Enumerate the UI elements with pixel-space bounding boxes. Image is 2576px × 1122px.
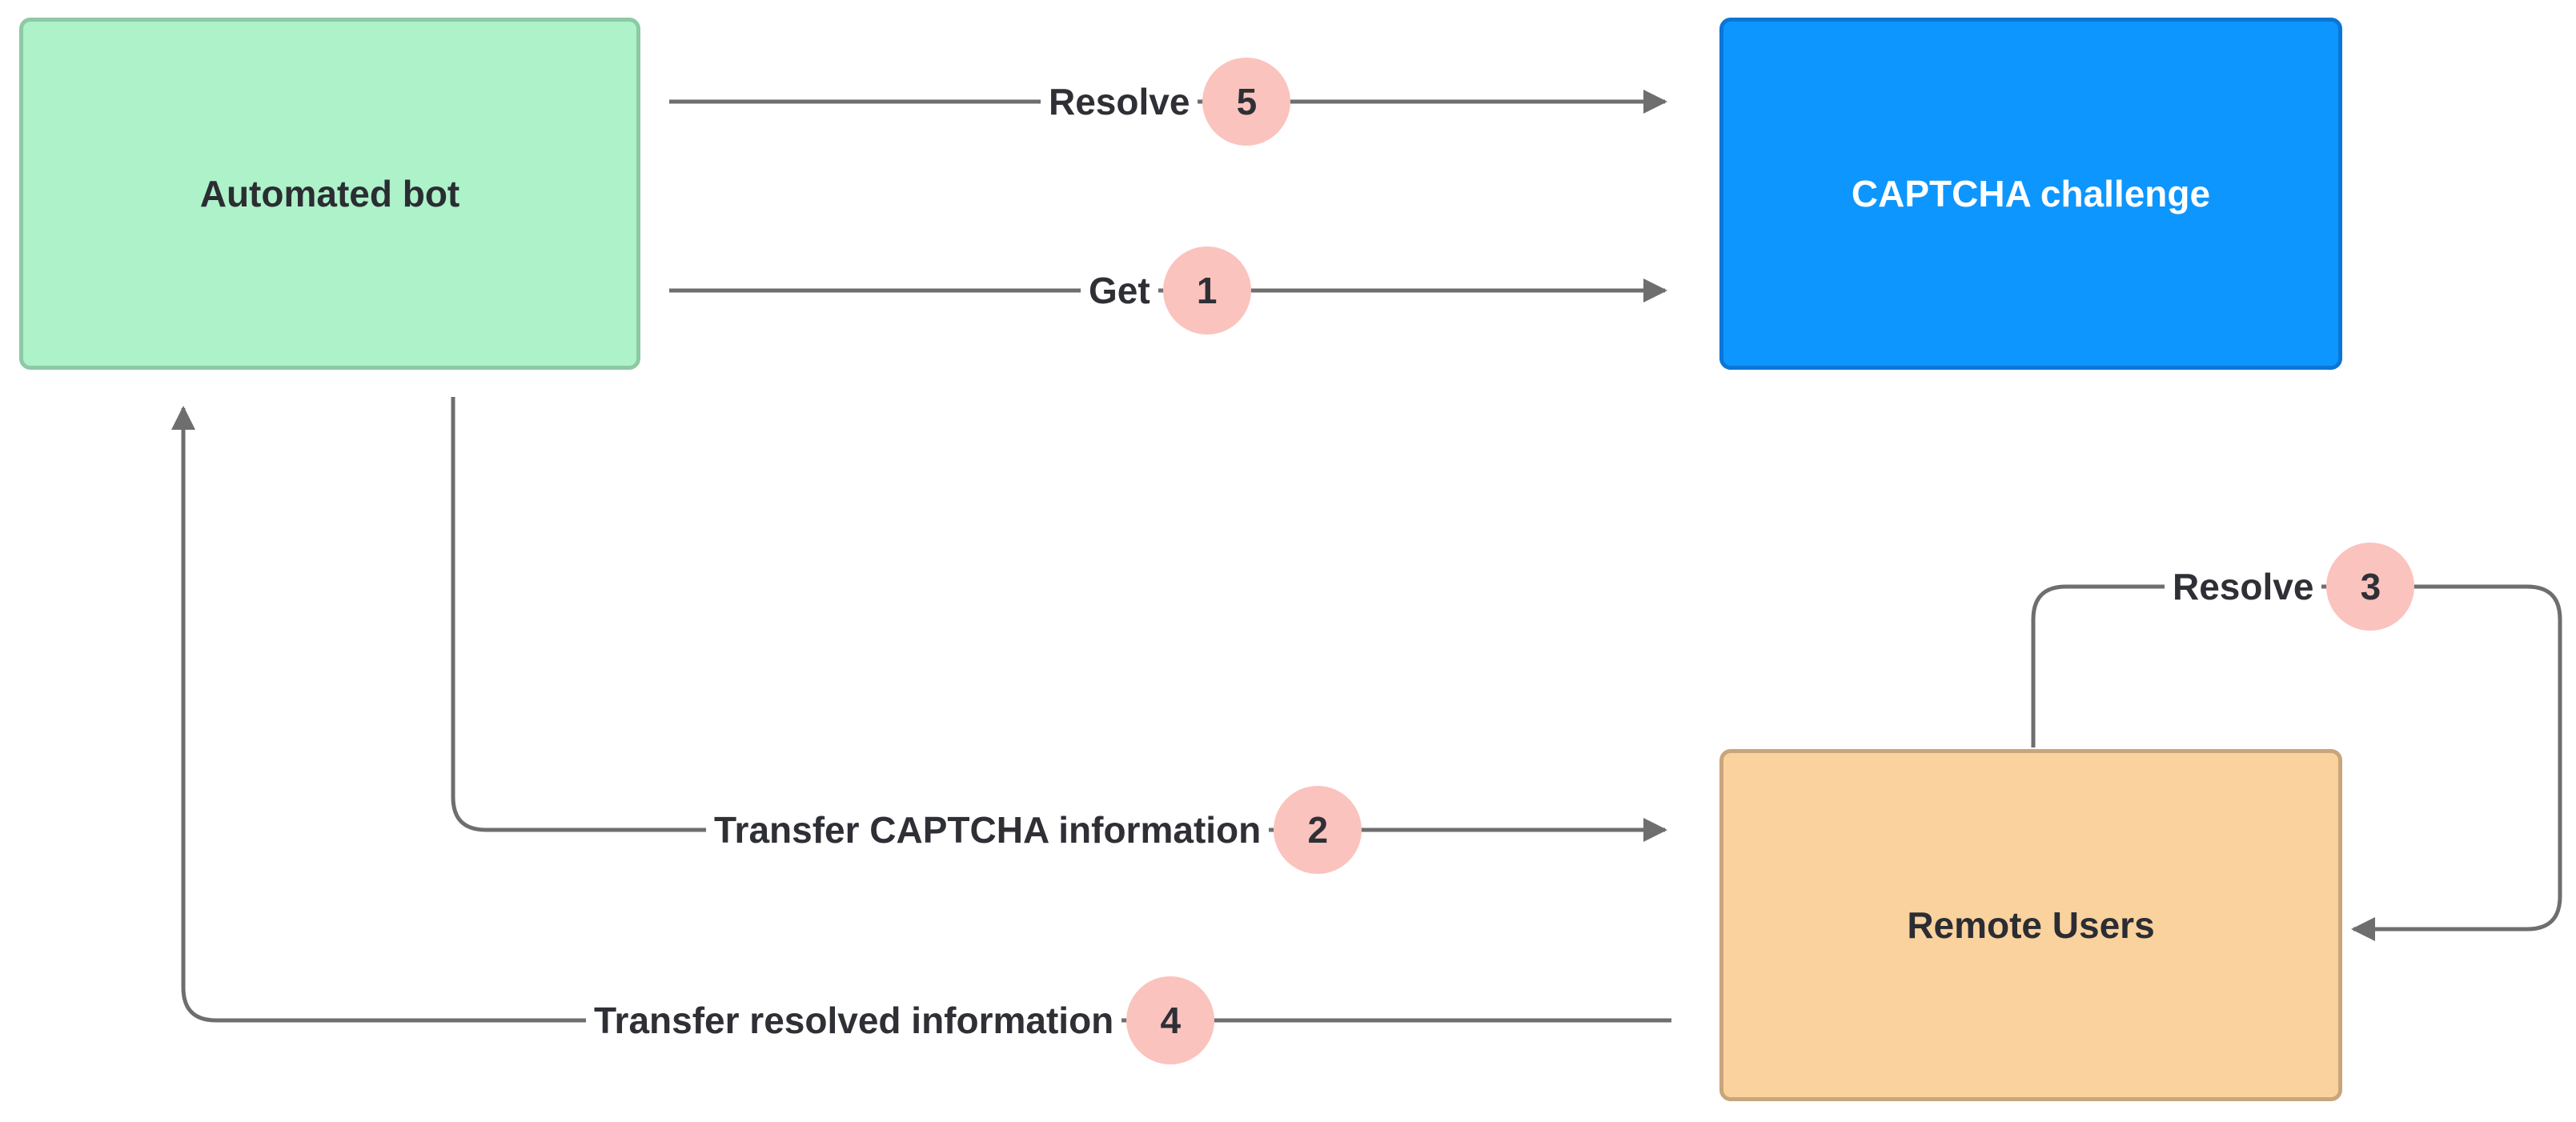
arrow-step-2 <box>451 397 1667 842</box>
step-1-label: Get <box>1081 269 1158 312</box>
node-automated-bot-label: Automated bot <box>199 173 460 214</box>
step-2-label: Transfer CAPTCHA information <box>706 808 1270 852</box>
node-captcha-challenge-label: CAPTCHA challenge <box>1851 173 2211 214</box>
step-3-badge: 3 <box>2326 543 2415 631</box>
node-remote-users: Remote Users <box>1719 749 2342 1101</box>
step-5-label: Resolve <box>1041 80 1198 123</box>
step-4-label: Transfer resolved information <box>586 999 1122 1042</box>
arrow-step-3 <box>2031 584 2562 941</box>
step-5-badge: 5 <box>1202 58 1291 146</box>
step-3-label-group: Resolve 3 <box>2165 543 2415 631</box>
node-captcha-challenge: CAPTCHA challenge <box>1719 18 2342 370</box>
step-5-label-group: Resolve 5 <box>1041 58 1291 146</box>
node-automated-bot: Automated bot <box>19 18 640 370</box>
step-4-badge: 4 <box>1126 976 1215 1064</box>
step-1-badge: 1 <box>1162 246 1251 335</box>
arrow-step-4 <box>171 406 1671 1023</box>
step-4-label-group: Transfer resolved information 4 <box>586 976 1215 1064</box>
node-remote-users-label: Remote Users <box>1907 904 2155 946</box>
step-3-label: Resolve <box>2165 565 2322 608</box>
step-2-label-group: Transfer CAPTCHA information 2 <box>706 786 1362 874</box>
step-2-badge: 2 <box>1274 786 1362 874</box>
step-1-label-group: Get 1 <box>1081 246 1251 335</box>
